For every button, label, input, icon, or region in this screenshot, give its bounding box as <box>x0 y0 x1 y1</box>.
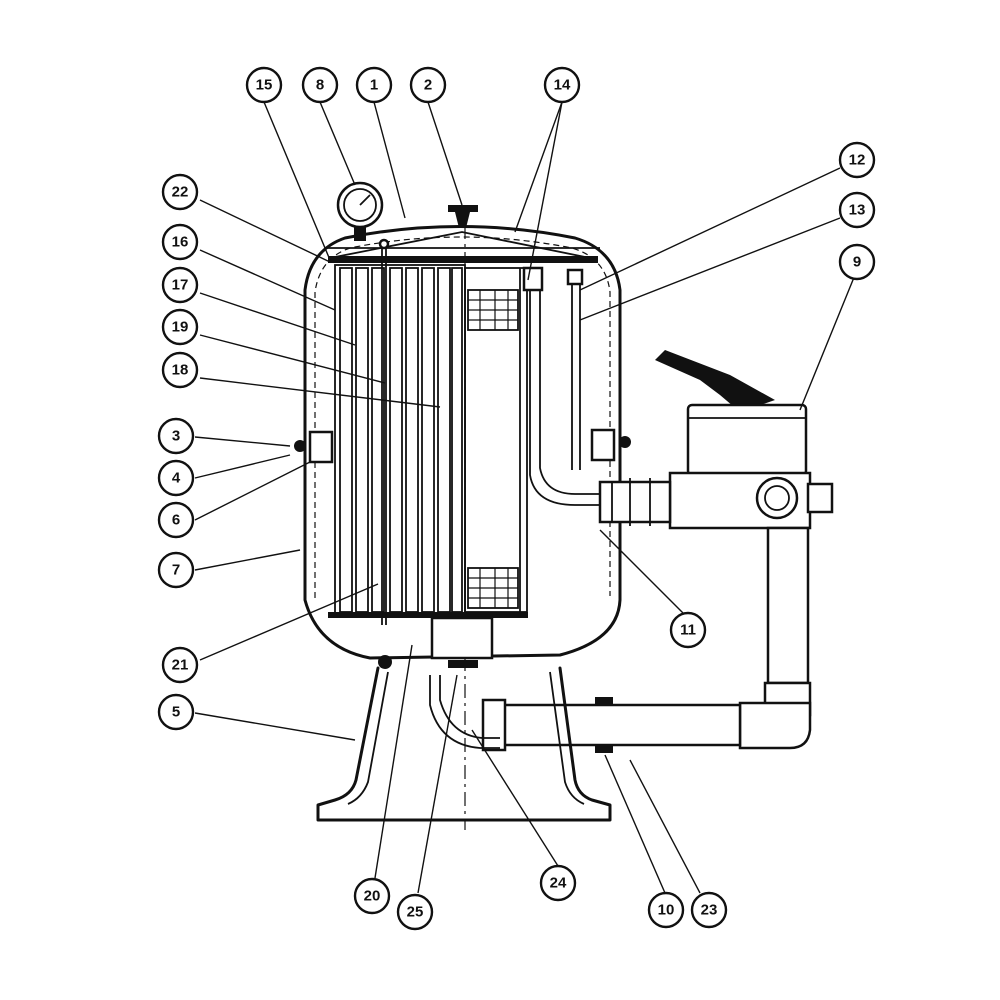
svg-text:20: 20 <box>364 888 381 905</box>
callout-18: 18 <box>161 351 199 389</box>
air-vent-valve <box>448 205 478 228</box>
callout-12: 12 <box>838 141 876 179</box>
svg-text:16: 16 <box>172 234 189 251</box>
tank-flange-clamp-left <box>294 430 334 464</box>
callout-22: 22 <box>161 173 199 211</box>
svg-text:2: 2 <box>424 77 432 94</box>
callout-13: 13 <box>838 191 876 229</box>
callout-17: 17 <box>161 266 199 304</box>
callout-25: 25 <box>396 893 434 931</box>
bottom-drain <box>378 616 494 669</box>
svg-text:12: 12 <box>849 152 866 169</box>
callout-11: 11 <box>669 611 707 649</box>
callout-9: 9 <box>838 243 876 281</box>
svg-text:13: 13 <box>849 202 866 219</box>
callout-24: 24 <box>539 864 577 902</box>
svg-text:8: 8 <box>316 77 324 94</box>
callout-21: 21 <box>161 646 199 684</box>
callout-10: 10 <box>647 891 685 929</box>
svg-text:24: 24 <box>550 875 567 892</box>
svg-text:14: 14 <box>554 77 571 94</box>
pressure-gauge <box>336 181 384 241</box>
svg-text:17: 17 <box>172 277 189 294</box>
callout-7: 7 <box>157 551 195 589</box>
callout-20: 20 <box>353 877 391 915</box>
callout-3: 3 <box>157 417 195 455</box>
svg-text:1: 1 <box>370 77 378 94</box>
internal-outlet-pipe <box>522 266 600 506</box>
svg-text:4: 4 <box>172 470 181 487</box>
callout-14: 14 <box>543 66 581 104</box>
svg-text:7: 7 <box>172 562 180 579</box>
callout-6: 6 <box>157 501 195 539</box>
svg-text:21: 21 <box>172 657 189 674</box>
external-piping <box>429 526 812 753</box>
callout-4: 4 <box>157 459 195 497</box>
tank-stand <box>316 666 612 822</box>
callout-1: 1 <box>355 66 393 104</box>
callout-19: 19 <box>161 308 199 346</box>
svg-text:11: 11 <box>680 622 696 639</box>
svg-text:6: 6 <box>172 512 180 529</box>
svg-text:18: 18 <box>172 362 189 379</box>
callout-15: 15 <box>245 66 283 104</box>
leader-lines <box>194 101 858 894</box>
filter-cartridges <box>328 256 598 618</box>
callout-2: 2 <box>409 66 447 104</box>
callout-23: 23 <box>690 891 728 929</box>
callout-5: 5 <box>157 693 195 731</box>
svg-text:5: 5 <box>172 704 180 721</box>
svg-text:10: 10 <box>658 902 675 919</box>
cartridge-cutaway <box>464 267 528 613</box>
callout-16: 16 <box>161 223 199 261</box>
multiport-valve <box>598 350 834 530</box>
callouts: 15 8 1 2 14 12 13 9 22 16 17 19 18 3 4 6… <box>157 66 876 931</box>
svg-text:15: 15 <box>256 77 273 94</box>
svg-text:23: 23 <box>701 902 718 919</box>
svg-text:3: 3 <box>172 428 180 445</box>
svg-text:25: 25 <box>407 904 424 921</box>
svg-text:22: 22 <box>172 184 189 201</box>
svg-text:19: 19 <box>172 319 189 336</box>
callout-8: 8 <box>301 66 339 104</box>
svg-text:9: 9 <box>853 254 861 271</box>
tank-flange-clamp-right <box>590 428 631 462</box>
